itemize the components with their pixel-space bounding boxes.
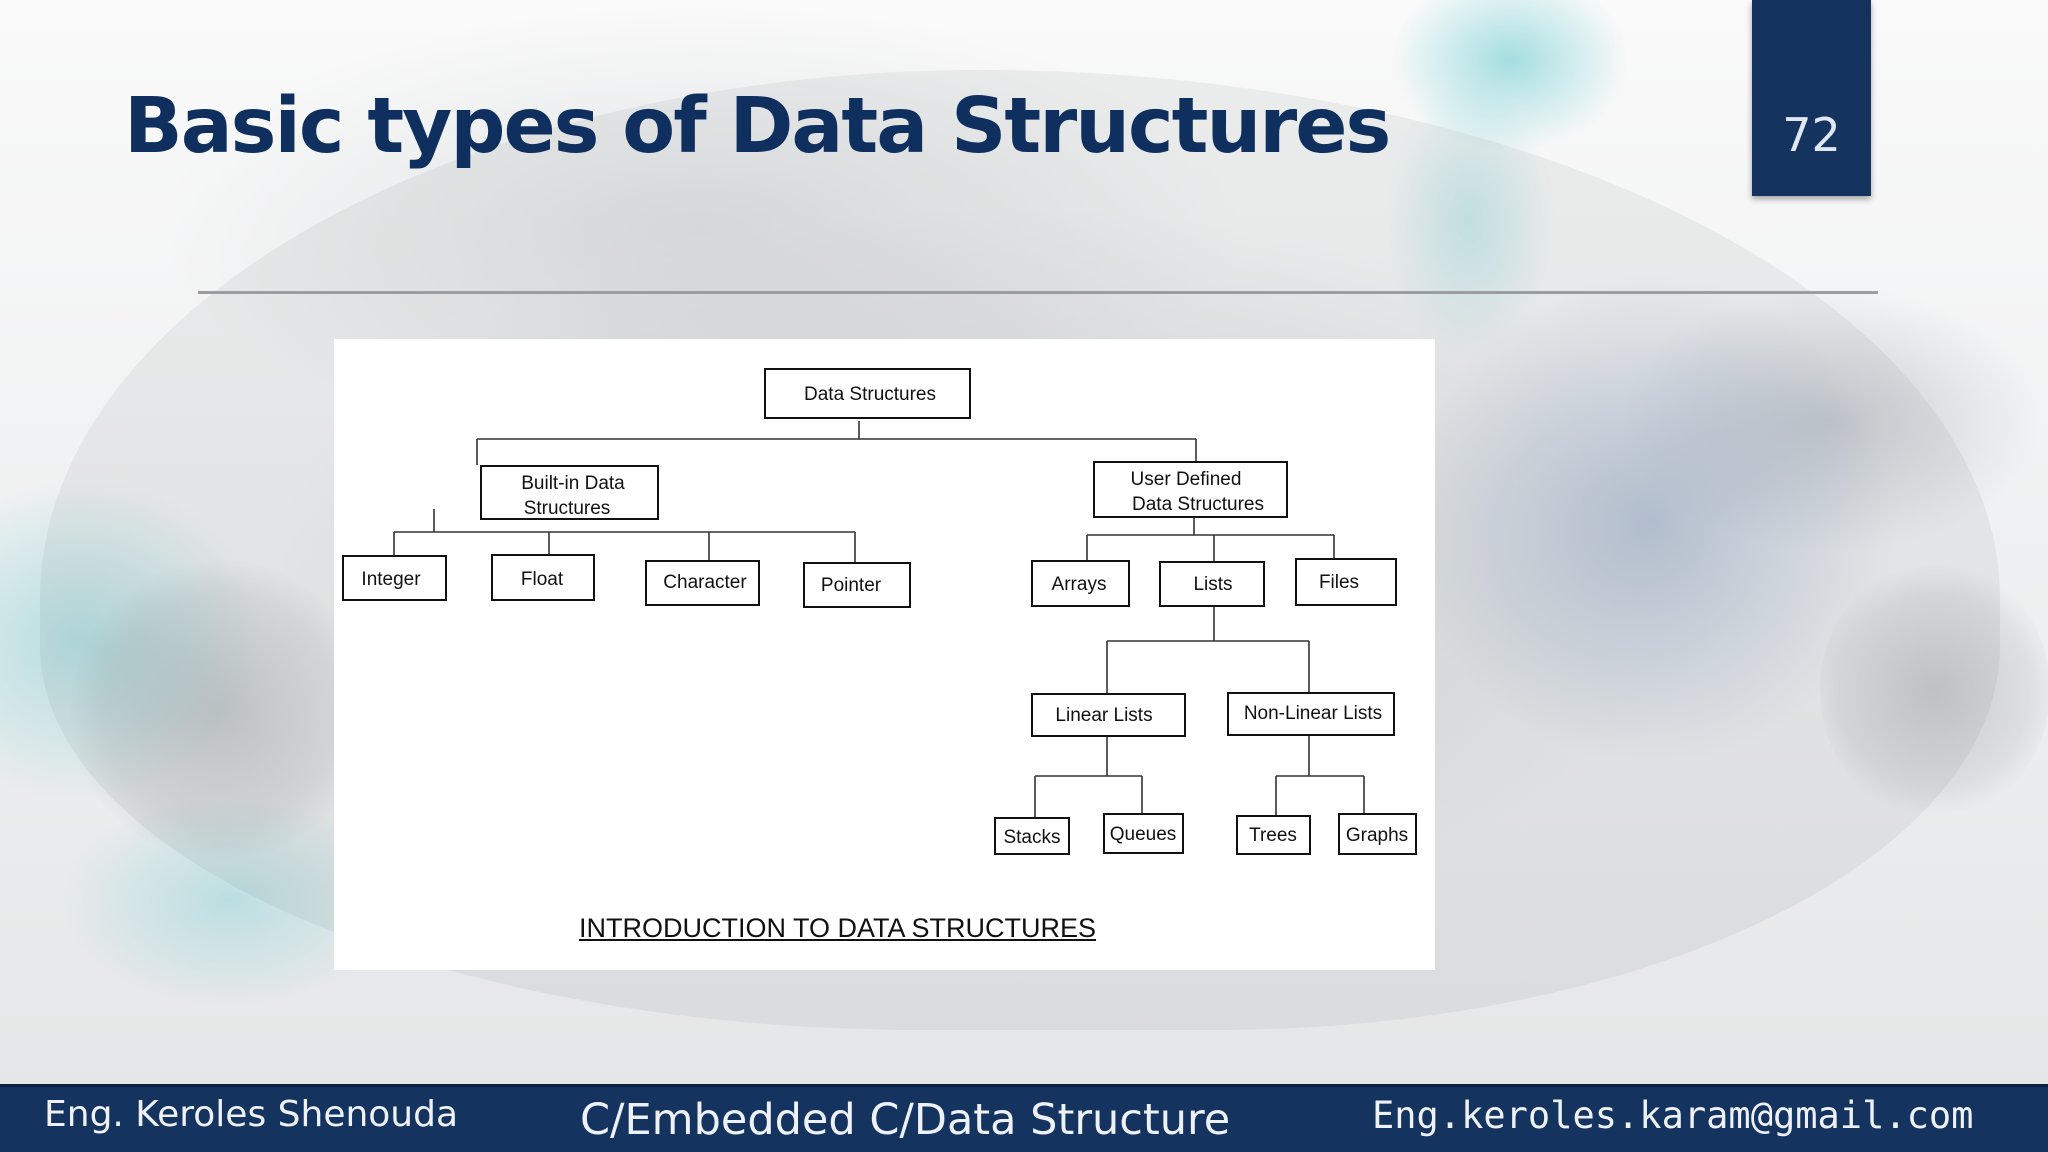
footer-course-title: C/Embedded C/Data Structure — [580, 1095, 1231, 1145]
node-integer: Integer — [342, 555, 447, 601]
node-stacks: Stacks — [994, 817, 1070, 855]
node-label-line2: Structures — [524, 498, 611, 519]
node-arrays: Arrays — [1031, 560, 1130, 607]
node-label: Character — [663, 572, 747, 593]
node-trees: Trees — [1236, 815, 1311, 855]
page-number: 72 — [1782, 108, 1841, 162]
node-label: Stacks — [1003, 827, 1060, 848]
node-queues: Queues — [1103, 813, 1184, 854]
background-front-wheel — [70, 560, 370, 860]
node-label: Linear Lists — [1055, 705, 1152, 726]
page-number-tab: 72 — [1752, 0, 1871, 196]
node-label: Files — [1319, 572, 1359, 593]
footer-email: Eng.keroles.karam@gmail.com — [1372, 1094, 1974, 1137]
footer-bar: Eng. Keroles Shenouda C/Embedded C/Data … — [0, 1084, 2048, 1152]
connector-user-defined — [1086, 517, 1335, 562]
node-label: Pointer — [821, 575, 882, 596]
node-label-line1: Built-in Data — [521, 473, 625, 494]
node-label-line1: User Defined — [1131, 469, 1242, 490]
background-rear-wheel — [1820, 560, 2048, 820]
node-graphs: Graphs — [1338, 813, 1417, 855]
node-non-linear-lists: Non-Linear Lists — [1227, 692, 1395, 736]
connector-builtin — [393, 509, 856, 563]
node-label: Trees — [1249, 825, 1297, 846]
title-divider — [198, 291, 1878, 294]
connector-root — [476, 421, 1197, 465]
footer-author: Eng. Keroles Shenouda — [44, 1094, 459, 1135]
connector-lists — [1106, 606, 1310, 694]
diagram-connectors — [393, 421, 1365, 818]
connector-non-linear-lists — [1275, 736, 1365, 816]
node-label: Non-Linear Lists — [1244, 703, 1382, 724]
node-label: Lists — [1193, 574, 1232, 595]
node-label: Integer — [361, 569, 421, 590]
node-user-defined-data-structures: User Defined Data Structures — [1093, 461, 1288, 518]
node-label-line2: Data Structures — [1132, 494, 1264, 515]
node-pointer: Pointer — [803, 562, 911, 608]
diagram-canvas: Data Structures Built-in Data Structures… — [342, 368, 1417, 855]
node-label: Data Structures — [804, 384, 936, 405]
node-character: Character — [645, 560, 760, 606]
node-files: Files — [1295, 558, 1397, 606]
node-built-in-data-structures: Built-in Data Structures — [480, 465, 659, 520]
node-lists: Lists — [1159, 561, 1265, 607]
node-label: Arrays — [1052, 574, 1107, 595]
node-linear-lists: Linear Lists — [1031, 693, 1186, 737]
diagram-caption: INTRODUCTION TO DATA STRUCTURES — [579, 913, 1097, 943]
slide-title: Basic types of Data Structures — [124, 82, 1391, 171]
node-data-structures: Data Structures — [764, 368, 971, 419]
node-float: Float — [491, 554, 595, 601]
connector-linear-lists — [1034, 736, 1143, 818]
data-structures-diagram: Data Structures Built-in Data Structures… — [334, 339, 1435, 970]
node-label: Float — [521, 569, 564, 590]
node-label: Graphs — [1346, 825, 1408, 846]
node-label: Queues — [1110, 824, 1177, 845]
